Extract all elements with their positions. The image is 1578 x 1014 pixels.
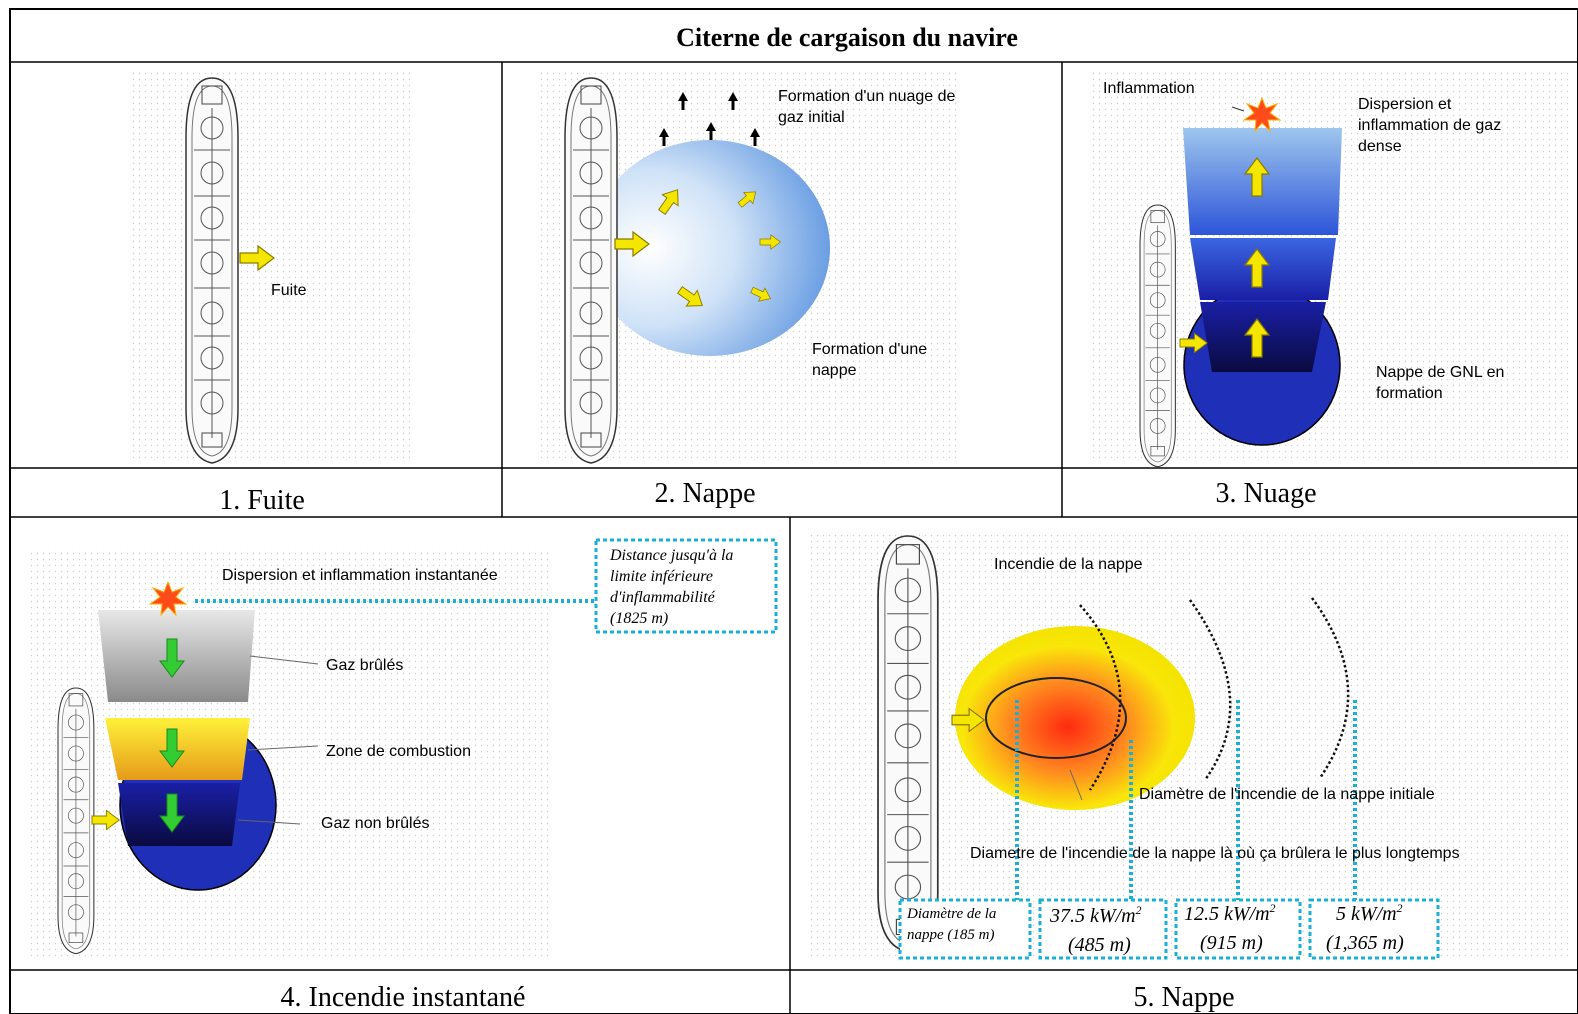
label-ignition: Inflammation: [1103, 80, 1195, 97]
explosion-icon: [1242, 96, 1282, 133]
label-dispersion-line1: Dispersion et: [1358, 96, 1452, 113]
caption-pool-fire: 5. Nappe: [1133, 982, 1234, 1013]
label-longest-diameter: Diametre de l'incendie de la nappe là où…: [970, 845, 1460, 862]
panel-pool-fire: Incendie de la nappe Diamètre de l'incen…: [810, 530, 1570, 1013]
gas-cloud-icon: [1200, 302, 1326, 372]
label-cloud-line1: Formation d'un nuage de: [778, 88, 956, 105]
explosion-icon: [148, 580, 188, 617]
radiation-box-pool-line1: Diamètre de la: [906, 906, 996, 922]
table-frame: [9, 8, 1578, 1014]
ship-icon: [1139, 204, 1176, 468]
caption-leak: 1. Fuite: [219, 485, 305, 516]
caption-flash-fire: 4. Incendie instantané: [281, 982, 526, 1013]
label-pool-line1: Formation d'une: [812, 341, 927, 358]
radiation-box-12: 12.5 kW/m2 (915 m): [1174, 898, 1302, 960]
vapor-arrows: [659, 92, 760, 146]
label-lng-pool-line2: formation: [1376, 385, 1443, 402]
radiation-box-12-line1: 12.5 kW/m2: [1184, 901, 1276, 925]
radiation-box-5: 5 kW/m2 (1,365 m): [1308, 898, 1440, 960]
page-title: Citerne de cargaison du navire: [676, 23, 1018, 52]
distance-box: [594, 538, 778, 634]
panel-cloud: Inflammation Dispersion et inflammation …: [1090, 72, 1570, 509]
gas-cloud-icon: [1190, 238, 1336, 300]
distance-box-line2: limite inférieure: [610, 568, 713, 585]
label-pool-fire: Incendie de la nappe: [994, 556, 1143, 573]
radiation-box-5-line2: (1,365 m): [1326, 932, 1404, 954]
gas-cloud-icon: [590, 140, 830, 356]
label-pool-line2: nappe: [812, 362, 857, 379]
label-cloud-line2: gaz initial: [778, 109, 845, 126]
initial-pool-outline: [985, 677, 1127, 759]
label-leak: Fuite: [271, 282, 307, 299]
label-initial-diameter: Diamètre de l'incendie de la nappe initi…: [1139, 786, 1435, 803]
label-lng-pool-line1: Nappe de GNL en: [1376, 364, 1504, 381]
radiation-box-pool: Diamètre de la nappe (185 m): [898, 898, 1032, 960]
label-instant-dispersion: Dispersion et inflammation instantanée: [222, 567, 498, 584]
panel-pool: Formation d'un nuage de gaz initial Form…: [540, 72, 960, 509]
panel-leak: Fuite 1. Fuite: [130, 72, 410, 516]
ship-icon: [564, 77, 618, 464]
label-dispersion-line3: dense: [1358, 138, 1402, 155]
caption-pool: 2. Nappe: [654, 478, 755, 509]
distance-box-line4: (1825 m): [610, 610, 668, 627]
label-burnt-gas: Gaz brûlés: [326, 657, 403, 674]
panel-flash-fire: Dispersion et inflammation instantanée G…: [30, 538, 778, 1013]
ship-icon: [877, 535, 939, 953]
label-dispersion-line2: inflammation de gaz: [1358, 117, 1501, 134]
radiation-box-37-line2: (485 m): [1068, 934, 1131, 956]
ship-icon: [57, 687, 95, 955]
radiation-box-5-line1: 5 kW/m2: [1336, 901, 1403, 925]
caption-cloud: 3. Nuage: [1215, 478, 1316, 509]
radiation-box-37: 37.5 kW/m2 (485 m): [1038, 898, 1168, 960]
distance-box-line1: Distance jusqu'à la: [609, 547, 733, 564]
radiation-box-12-line2: (915 m): [1200, 932, 1263, 954]
gas-cloud-icon: [118, 783, 240, 846]
label-combustion-zone: Zone de combustion: [326, 743, 471, 760]
flame-icon: [955, 626, 1195, 810]
distance-box-line3: d'inflammabilité: [610, 589, 716, 606]
radiation-box-37-line1: 37.5 kW/m2: [1049, 903, 1142, 927]
ship-icon: [185, 77, 239, 464]
label-unburnt-gas: Gaz non brûlés: [321, 815, 430, 832]
radiation-box-pool-line2: nappe (185 m): [907, 927, 994, 943]
